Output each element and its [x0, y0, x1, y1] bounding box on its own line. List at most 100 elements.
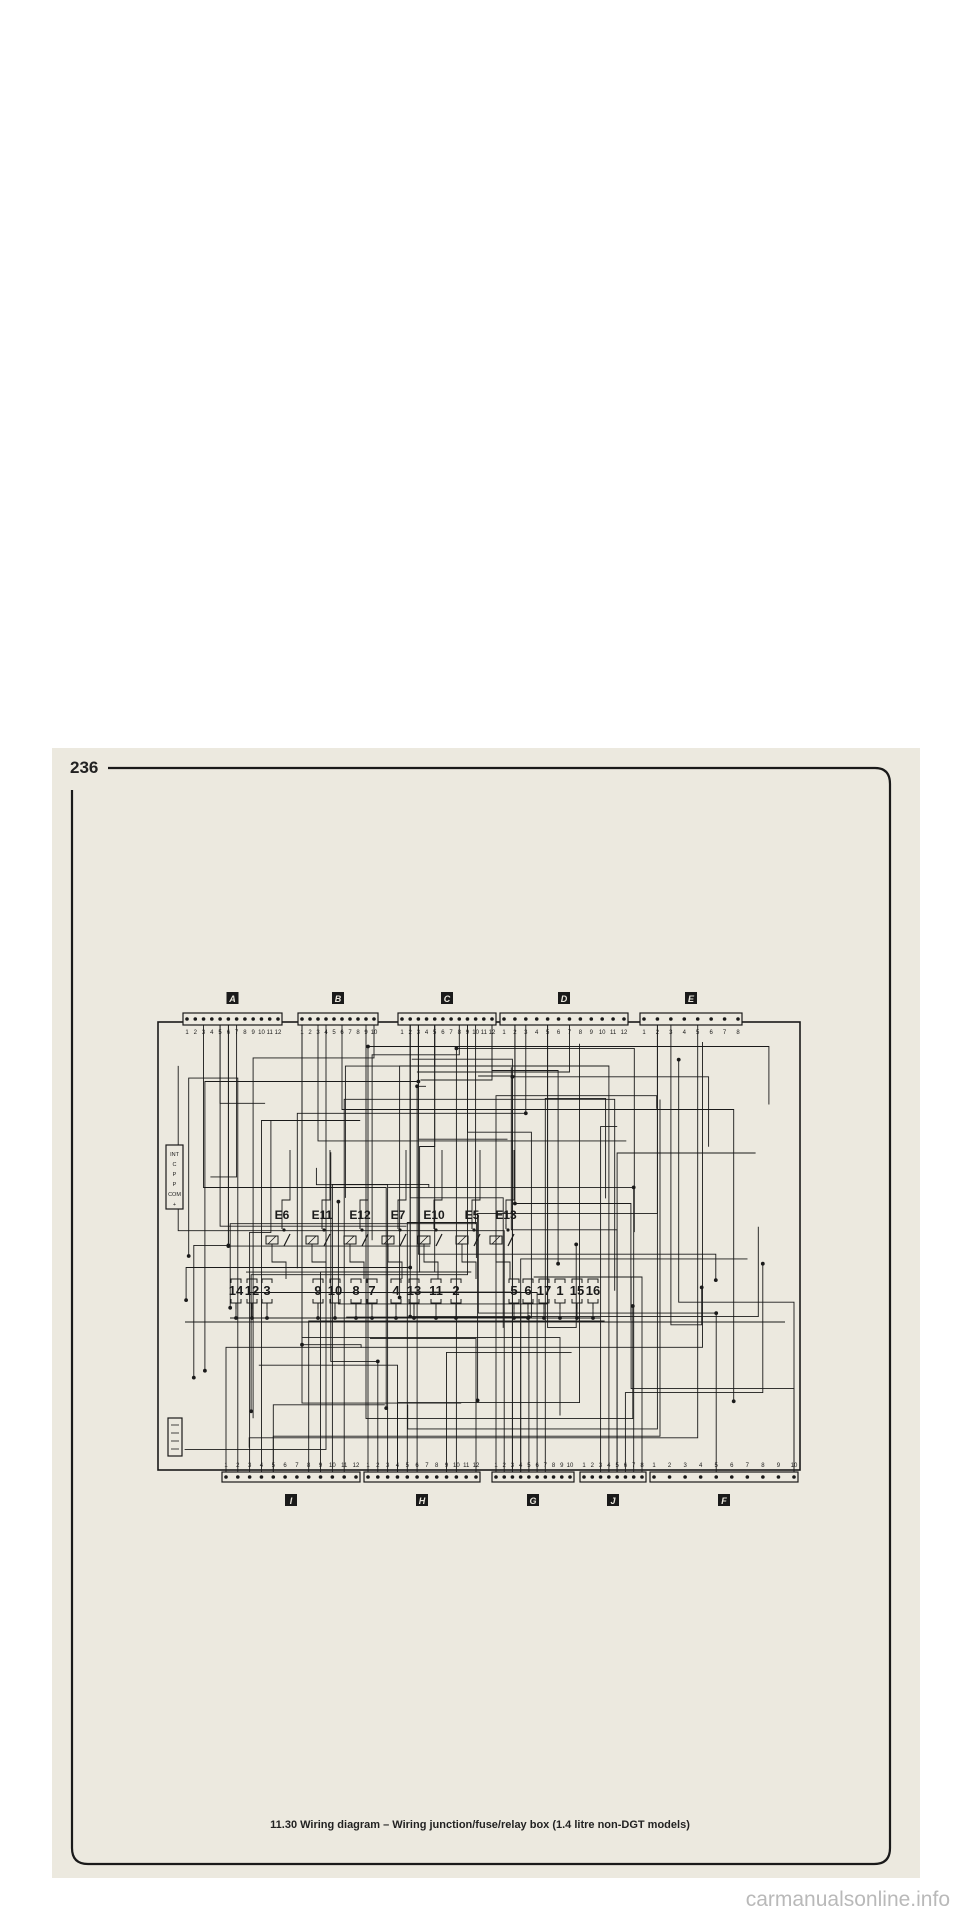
pin-number-top: 11	[267, 1030, 274, 1036]
pin-number-bottom: 1	[366, 1463, 370, 1469]
pin-top	[457, 1017, 462, 1021]
junction-dot	[558, 1316, 562, 1320]
pin-number-top: 4	[324, 1030, 328, 1036]
junction-dot	[556, 1261, 560, 1266]
wire	[477, 1216, 717, 1472]
pin-number-top: 9	[590, 1030, 594, 1036]
pin-number-bottom: 7	[544, 1463, 548, 1469]
pin-top	[332, 1017, 336, 1021]
junction-dot	[226, 1243, 231, 1248]
pin-number-top: 8	[243, 1030, 247, 1036]
relay-coil	[455, 1235, 469, 1245]
pin-number-bottom: 2	[236, 1463, 240, 1469]
side-connector-label: COM	[168, 1192, 181, 1198]
pin-bottom	[559, 1475, 564, 1479]
junction-dot	[191, 1375, 196, 1380]
connector-h-label-box	[416, 1494, 428, 1506]
junction-dot	[186, 1254, 191, 1258]
wire	[185, 1024, 411, 1301]
pin-number-top: 10	[371, 1030, 378, 1036]
pin-bottom	[698, 1475, 703, 1479]
wire	[419, 1024, 436, 1273]
pin-bottom	[582, 1475, 586, 1479]
fuse-label-10: 10	[328, 1283, 342, 1298]
junction-dot	[265, 1316, 269, 1320]
pin-bottom	[551, 1475, 556, 1479]
fuse-bottom-bracket	[571, 1299, 583, 1304]
pin-top	[449, 1017, 453, 1021]
pin-top	[316, 1017, 320, 1021]
wire	[210, 1024, 238, 1178]
connector-f-label-box	[718, 1494, 730, 1506]
connector-g-label-box	[527, 1494, 539, 1506]
fuse-top-bracket	[390, 1278, 402, 1283]
fuse-top-bracket	[450, 1278, 462, 1283]
relay-switch	[283, 1233, 291, 1247]
pin-number-top: 8	[458, 1030, 462, 1036]
pin-number-top: 7	[568, 1030, 572, 1036]
connector-f-label: F	[721, 1496, 727, 1506]
pin-number-top: 12	[275, 1030, 282, 1036]
pin-bottom	[792, 1475, 796, 1479]
connector-c-housing	[397, 1012, 497, 1026]
wire	[225, 1042, 703, 1472]
junction-dot	[333, 1316, 337, 1320]
wire	[343, 1098, 616, 1472]
pin-number-top: 6	[340, 1030, 344, 1036]
wire	[272, 1099, 661, 1472]
pin-number-bottom: 8	[761, 1463, 765, 1469]
relay-coil-mark	[307, 1235, 317, 1245]
pin-number-bottom: 10	[567, 1463, 574, 1469]
pin-number-top: 1	[400, 1030, 404, 1036]
wire	[407, 1024, 658, 1430]
pin-number-bottom: 6	[730, 1463, 734, 1469]
pin-number-top: 9	[252, 1030, 256, 1036]
wire	[409, 1024, 759, 1318]
pin-bottom	[474, 1475, 478, 1479]
pin-number-bottom: 2	[668, 1463, 672, 1469]
pin-top	[243, 1017, 247, 1021]
relay-label-e5: E5	[465, 1208, 480, 1222]
wire	[315, 1167, 389, 1472]
pin-number-top: 1	[642, 1030, 646, 1036]
pin-number-top: 11	[481, 1030, 488, 1036]
fuse-label-4: 4	[392, 1283, 400, 1298]
fuse-label-16: 16	[586, 1283, 600, 1298]
relay-label-e7: E7	[391, 1208, 406, 1222]
pin-number-top: 2	[513, 1030, 517, 1036]
side-connector-label: P	[173, 1172, 177, 1178]
pin-number-bottom: 3	[248, 1463, 252, 1469]
fuse-top-bracket	[554, 1278, 566, 1283]
relay-switch	[507, 1233, 515, 1247]
fuse-bottom-bracket	[430, 1299, 442, 1304]
pin-number-top: 10	[599, 1030, 606, 1036]
wire	[397, 1043, 580, 1472]
pin-number-top: 7	[235, 1030, 239, 1036]
pin-bottom	[224, 1475, 228, 1479]
connector-a-housing	[182, 1012, 283, 1026]
junction-dot	[510, 1074, 515, 1079]
pin-number-bottom: 2	[591, 1463, 595, 1469]
junction-dot	[384, 1406, 389, 1410]
pin-number-top: 10	[258, 1030, 265, 1036]
pin-number-bottom: 8	[435, 1463, 439, 1469]
connector-d-label: D	[561, 994, 568, 1004]
pin-top	[642, 1017, 646, 1021]
pin-bottom	[776, 1475, 781, 1479]
pin-top	[210, 1017, 214, 1021]
junction-dot	[370, 1316, 374, 1320]
pin-bottom	[259, 1475, 264, 1479]
pin-top	[490, 1017, 494, 1021]
fuse-top-bracket	[261, 1278, 273, 1283]
fuse-label-5: 5	[510, 1283, 517, 1298]
fuse-top-bracket	[430, 1278, 442, 1283]
pin-top	[356, 1017, 360, 1021]
pin-bottom	[518, 1475, 523, 1479]
pin-top	[655, 1017, 660, 1021]
junction-dot	[575, 1316, 579, 1320]
wire	[616, 1152, 756, 1472]
pin-number-bottom: 8	[307, 1463, 311, 1469]
relay-wire	[433, 1150, 443, 1224]
pin-number-top: 3	[417, 1030, 421, 1036]
